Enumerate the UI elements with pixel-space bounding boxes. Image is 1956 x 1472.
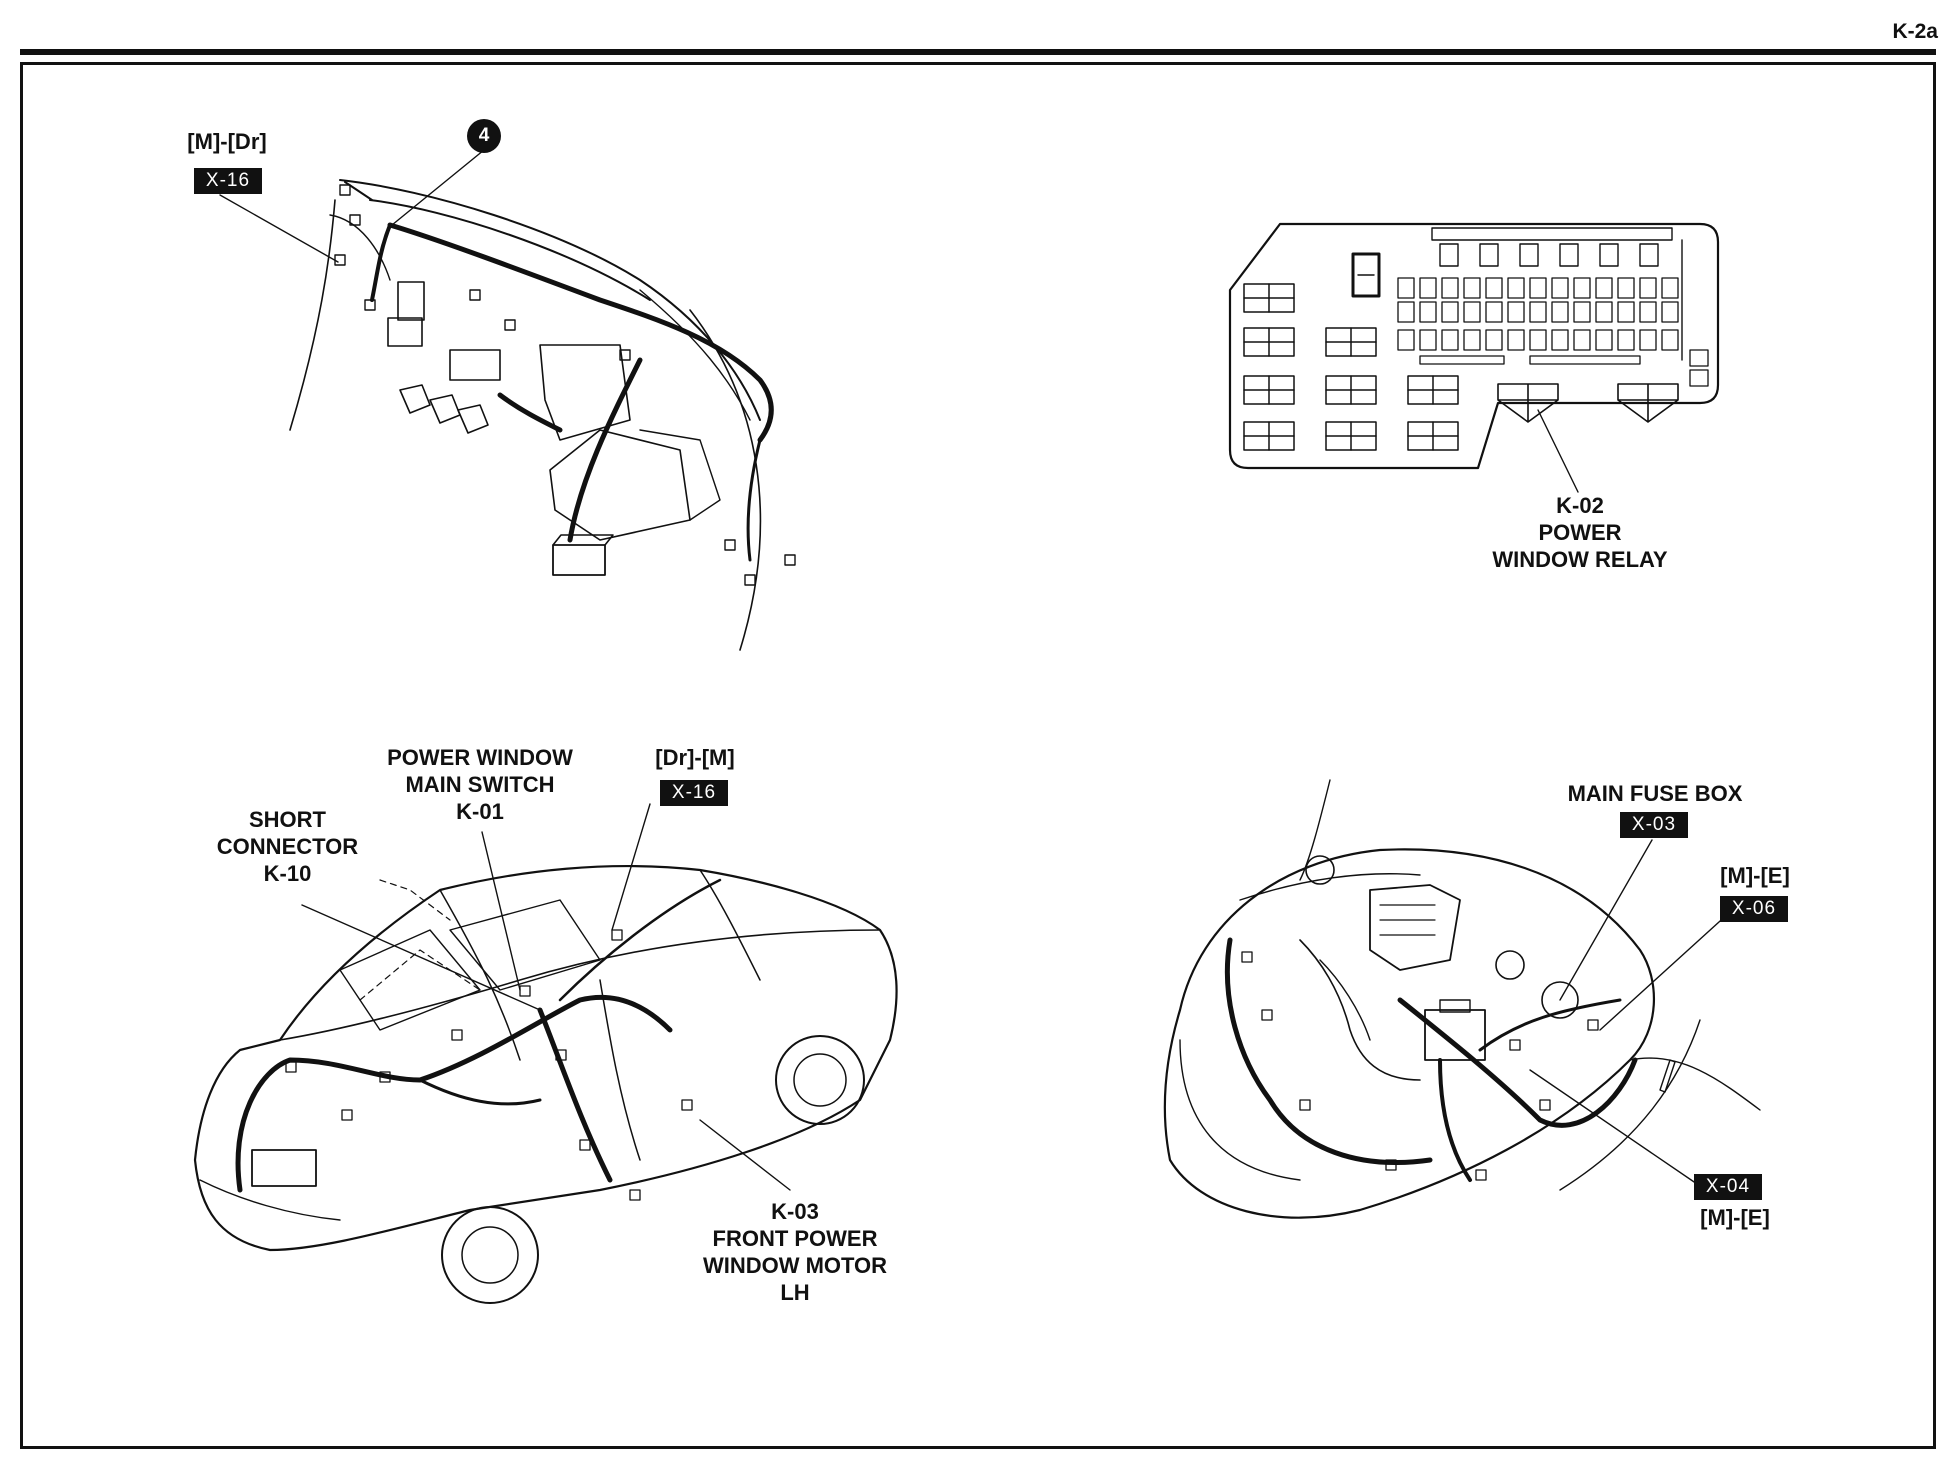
motor-line1: FRONT POWER	[712, 1226, 878, 1251]
car-side-illustration	[193, 803, 898, 1304]
ground-point-badge: 4	[467, 119, 501, 153]
engine-connector-b-code: [M]-[E]	[1700, 1205, 1770, 1230]
engine-connector-a-code: [M]-[E]	[1720, 863, 1790, 888]
relay-name-line1: POWER	[1538, 520, 1622, 545]
diagram-frame	[20, 62, 1936, 1449]
dashboard-illustration	[219, 149, 796, 651]
fuse-box-tag: X-03	[1620, 812, 1688, 838]
main-switch-line2: MAIN SWITCH	[405, 772, 555, 797]
engine-connector-b-tag: X-04	[1694, 1174, 1762, 1200]
header-rule	[20, 49, 1936, 55]
engine-bay-illustration	[1163, 779, 1761, 1219]
relay-name-line2: WINDOW RELAY	[1492, 547, 1668, 572]
motor-line2: WINDOW MOTOR	[702, 1253, 888, 1278]
engine-connector-a-tag: X-06	[1720, 896, 1788, 922]
fuse-box-label: MAIN FUSE BOX	[1567, 781, 1743, 806]
main-switch-code: K-01	[456, 799, 504, 824]
door-connector-code: [Dr]-[M]	[655, 745, 735, 770]
main-switch-line1: POWER WINDOW	[387, 745, 573, 770]
motor-code: K-03	[771, 1199, 819, 1224]
short-connector-line2: CONNECTOR	[216, 834, 359, 859]
short-connector-code: K-10	[263, 861, 312, 886]
relay-box-illustration	[1228, 222, 1720, 493]
relay-code: K-02	[1556, 493, 1604, 518]
dash-connector-code: [M]-[Dr]	[187, 129, 267, 154]
door-connector-tag: X-16	[660, 780, 728, 806]
short-connector-line1: SHORT	[249, 807, 326, 832]
dash-connector-tag: X-16	[194, 168, 262, 194]
motor-line3: LH	[780, 1280, 810, 1305]
page-id: K-2a	[1892, 20, 1938, 43]
